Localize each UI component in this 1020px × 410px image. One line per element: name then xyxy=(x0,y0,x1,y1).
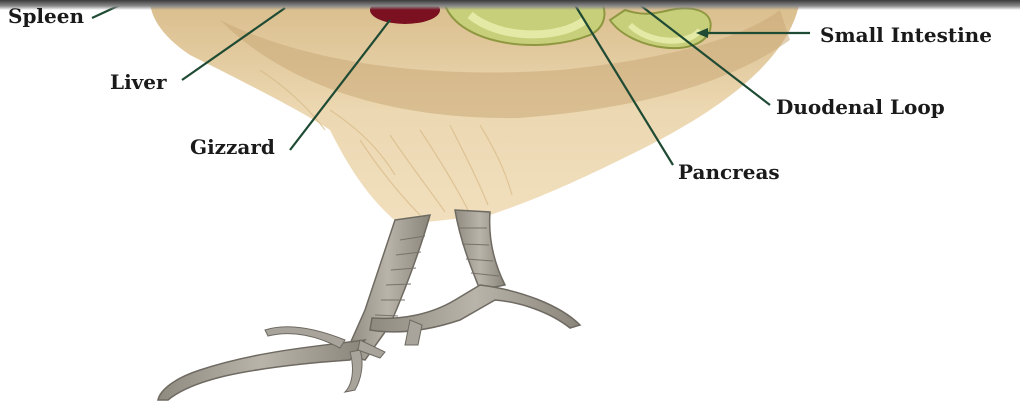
right-leg xyxy=(455,210,505,290)
label-spleen: Spleen xyxy=(8,6,84,26)
label-duodenal-loop: Duodenal Loop xyxy=(776,97,945,117)
label-liver: Liver xyxy=(110,72,167,92)
label-pancreas: Pancreas xyxy=(678,162,780,182)
label-gizzard: Gizzard xyxy=(190,137,275,157)
left-foot-toes xyxy=(158,340,365,400)
top-fade-bar xyxy=(0,0,1020,10)
label-small-intestine: Small Intestine xyxy=(820,25,992,45)
